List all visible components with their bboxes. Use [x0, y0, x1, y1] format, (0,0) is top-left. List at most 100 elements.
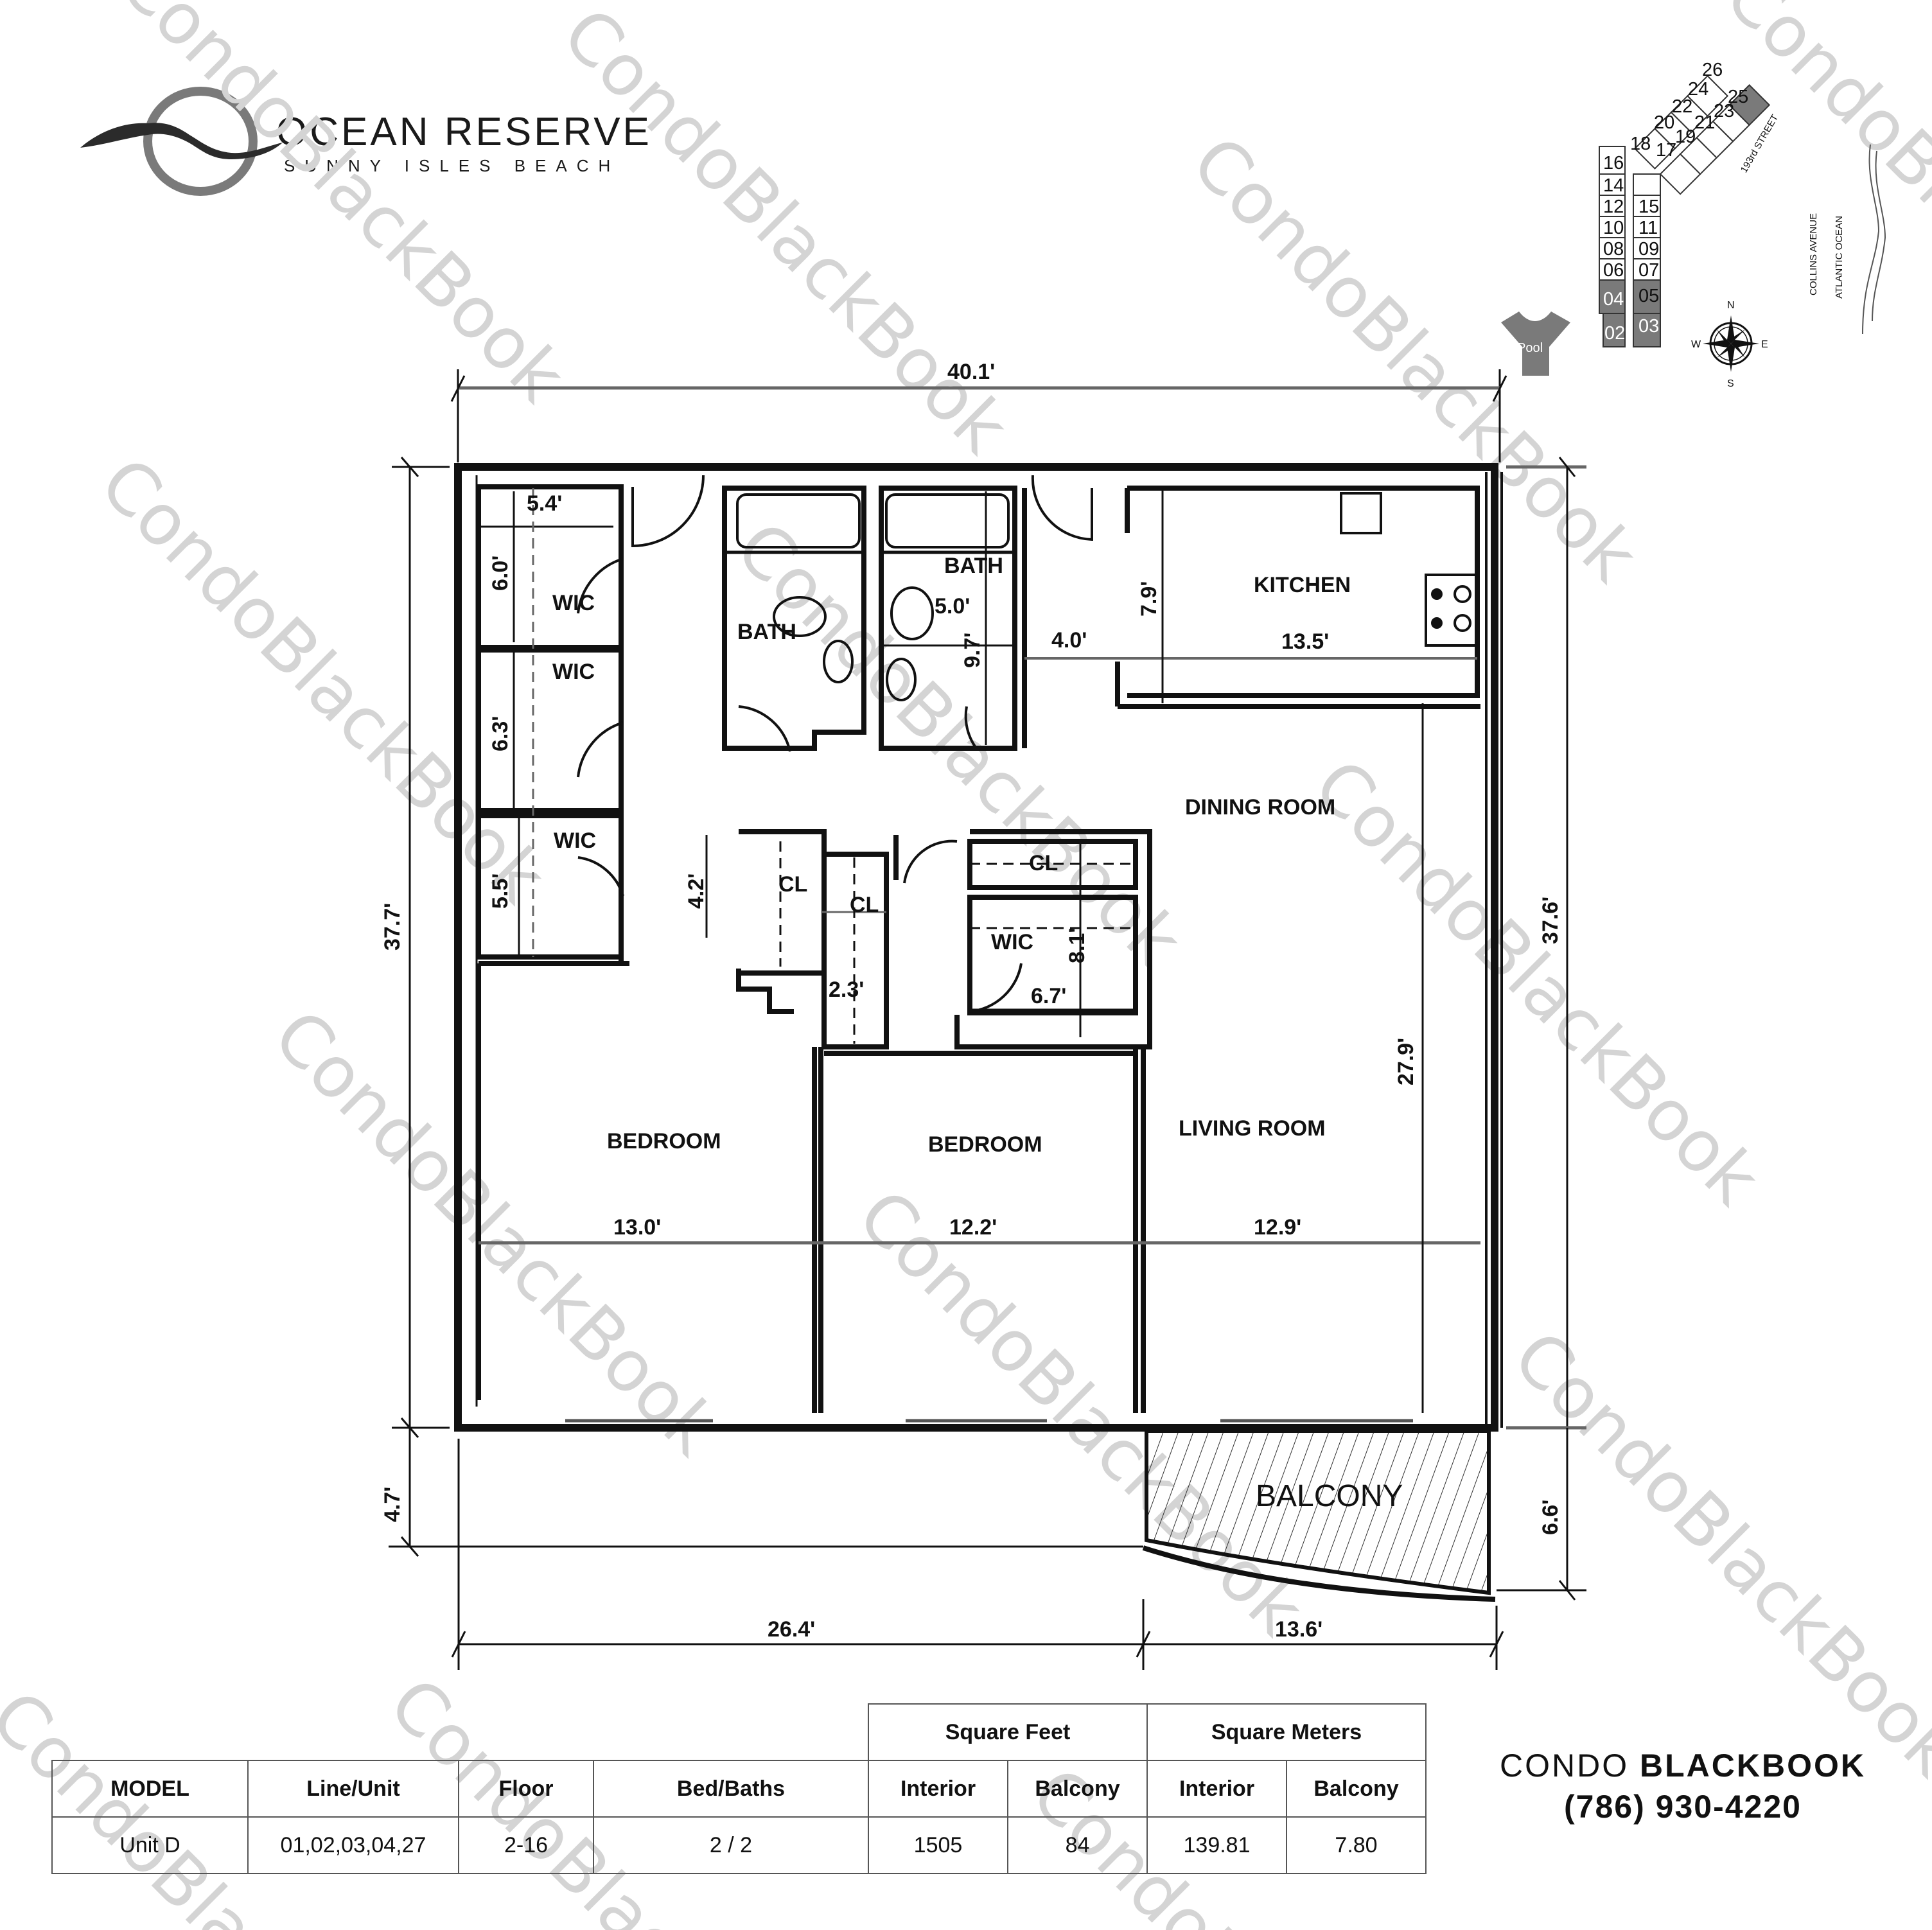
col-header-sqm-balcony: Balcony [1286, 1760, 1427, 1818]
brand-name-part1: CONDO [1500, 1748, 1629, 1784]
room-label-wic: WIC [554, 829, 596, 853]
door-swing [577, 721, 624, 778]
group-header-sqm: Square Meters [1146, 1703, 1427, 1761]
door-swing [1031, 475, 1093, 541]
dim-bottom-left: 26.4' [768, 1617, 815, 1642]
dim-bedroom2-width: 12.2' [949, 1215, 997, 1240]
col-header-sqft-balcony: Balcony [1007, 1760, 1148, 1818]
room-label-bath: BATH [737, 620, 796, 644]
key-plan: Pool [1501, 60, 1886, 389]
key-unit-08: 08 [1603, 239, 1624, 259]
col-header-bed-baths: Bed/Baths [593, 1760, 869, 1818]
room-labels: WIC WIC WIC BATH BATH KITCHEN DINING ROO… [552, 554, 1403, 1513]
pool-label: Pool [1517, 341, 1543, 355]
col-header-sqft-interior: Interior [868, 1760, 1008, 1818]
watermark: CondoBlackBook [104, 0, 581, 418]
room-label-wic: WIC [991, 930, 1033, 954]
dim-wic3-depth: 5.5' [488, 873, 513, 909]
interior-dimension-lines [479, 488, 1480, 1413]
dim-wic1-width: 5.4' [527, 491, 562, 516]
room-label-closet: CL [778, 872, 807, 897]
dimension-labels: 40.1' 37.7' 37.6' 5.4' 6.0' 6.3' 5.5' 5.… [380, 360, 1563, 1642]
watermark: CondoBlackBook [547, 0, 1024, 469]
key-unit-04: 04 [1603, 289, 1624, 310]
door-swing [969, 963, 1023, 1013]
key-unit-16: 16 [1603, 153, 1624, 173]
unit-spec-table: Square Feet Square Meters MODEL Line/Uni… [51, 1703, 1427, 1874]
key-unit-24: 24 [1688, 79, 1708, 100]
table-group-header-row: Square Feet Square Meters [52, 1703, 1427, 1761]
room-label-wic: WIC [552, 660, 595, 684]
logo-ring-bird-icon [80, 87, 283, 196]
dim-wic4-width: 6.7' [1031, 984, 1066, 1008]
table-header-row: MODEL Line/Unit Floor Bed/Baths Interior… [51, 1760, 1427, 1818]
key-unit-12: 12 [1603, 197, 1624, 217]
cell-line-unit: 01,02,03,04,27 [247, 1816, 459, 1874]
door-swing [903, 839, 958, 884]
key-unit-02: 02 [1604, 323, 1625, 344]
brand-phone[interactable]: (786) 930-4220 [1564, 1789, 1802, 1825]
table-row: Unit D 01,02,03,04,27 2-16 2 / 2 1505 84… [51, 1816, 1427, 1874]
toilet-icon [773, 596, 827, 637]
bathtub-icon [885, 493, 1010, 548]
dim-overall-depth-right: 37.6' [1538, 897, 1563, 944]
key-unit-25: 25 [1728, 87, 1748, 107]
key-unit-10: 10 [1603, 218, 1624, 238]
brand-name-part2: BLACKBOOK [1640, 1748, 1866, 1784]
dim-closet-depth: 4.2' [684, 873, 708, 909]
coastline [1862, 144, 1880, 335]
compass-s: S [1727, 378, 1734, 389]
dim-living-width: 12.9' [1254, 1215, 1301, 1240]
room-label-kitchen: KITCHEN [1254, 573, 1351, 597]
cell-sqft-interior: 1505 [868, 1816, 1008, 1874]
cell-sqft-balcony: 84 [1007, 1816, 1148, 1874]
stove-icon [1425, 574, 1479, 647]
kitchen-sink-icon [1340, 492, 1382, 534]
dim-balcony-left-depth: 4.7' [380, 1487, 405, 1522]
key-unit-26: 26 [1702, 60, 1723, 80]
interior-walls [476, 484, 1480, 1413]
dim-overall-depth-left: 37.7' [380, 903, 405, 951]
bathtub-icon [736, 493, 861, 548]
dim-bedroom1-width: 13.0' [613, 1215, 661, 1240]
dim-kitchen-depth: 7.9' [1137, 581, 1161, 617]
dim-living-depth: 27.9' [1394, 1038, 1418, 1085]
group-header-sqft: Square Feet [868, 1703, 1148, 1761]
key-unit-18: 18 [1630, 134, 1651, 154]
fixtures [577, 475, 1479, 1013]
key-unit-03: 03 [1638, 316, 1659, 337]
room-label-wic: WIC [552, 591, 595, 615]
key-unit-09: 09 [1638, 239, 1659, 259]
balcony-area [1142, 1429, 1496, 1602]
coastline [1872, 150, 1886, 322]
key-unit-07: 07 [1638, 260, 1659, 281]
dim-kitchen-width: 13.5' [1281, 629, 1329, 654]
outer-dimension-lines [389, 369, 1586, 1670]
cell-bed-baths: 2 / 2 [593, 1816, 869, 1874]
room-label-bedroom: BEDROOM [607, 1129, 721, 1154]
key-unit-14: 14 [1603, 175, 1624, 196]
dim-hall-width: 4.0' [1051, 628, 1087, 653]
key-unit-11: 11 [1638, 218, 1658, 238]
sink-icon [823, 640, 854, 683]
key-unit-21: 21 [1694, 112, 1715, 133]
dim-overall-width: 40.1' [947, 360, 995, 384]
watermark: CondoBlackBook [843, 1174, 1320, 1651]
dim-bottom-right: 13.6' [1275, 1617, 1322, 1642]
key-unit-15: 15 [1638, 197, 1659, 217]
dim-bath2-width: 5.0' [935, 594, 970, 618]
watermark: CondoBlackBook [1710, 0, 1932, 431]
door-swing [577, 557, 624, 614]
sink-icon [886, 658, 917, 701]
key-unit-05: 05 [1638, 286, 1659, 306]
dim-bath2-depth: 9.7' [960, 633, 985, 668]
cell-sqm-interior: 139.81 [1146, 1816, 1287, 1874]
door-swing [738, 705, 791, 752]
watermark: CondoBlackBook [258, 994, 735, 1471]
dim-closet-width: 2.3' [829, 978, 864, 1002]
key-unit-20: 20 [1654, 112, 1674, 133]
key-unit-23: 23 [1714, 101, 1734, 121]
compass-n: N [1727, 300, 1735, 311]
toilet-icon [890, 586, 934, 640]
